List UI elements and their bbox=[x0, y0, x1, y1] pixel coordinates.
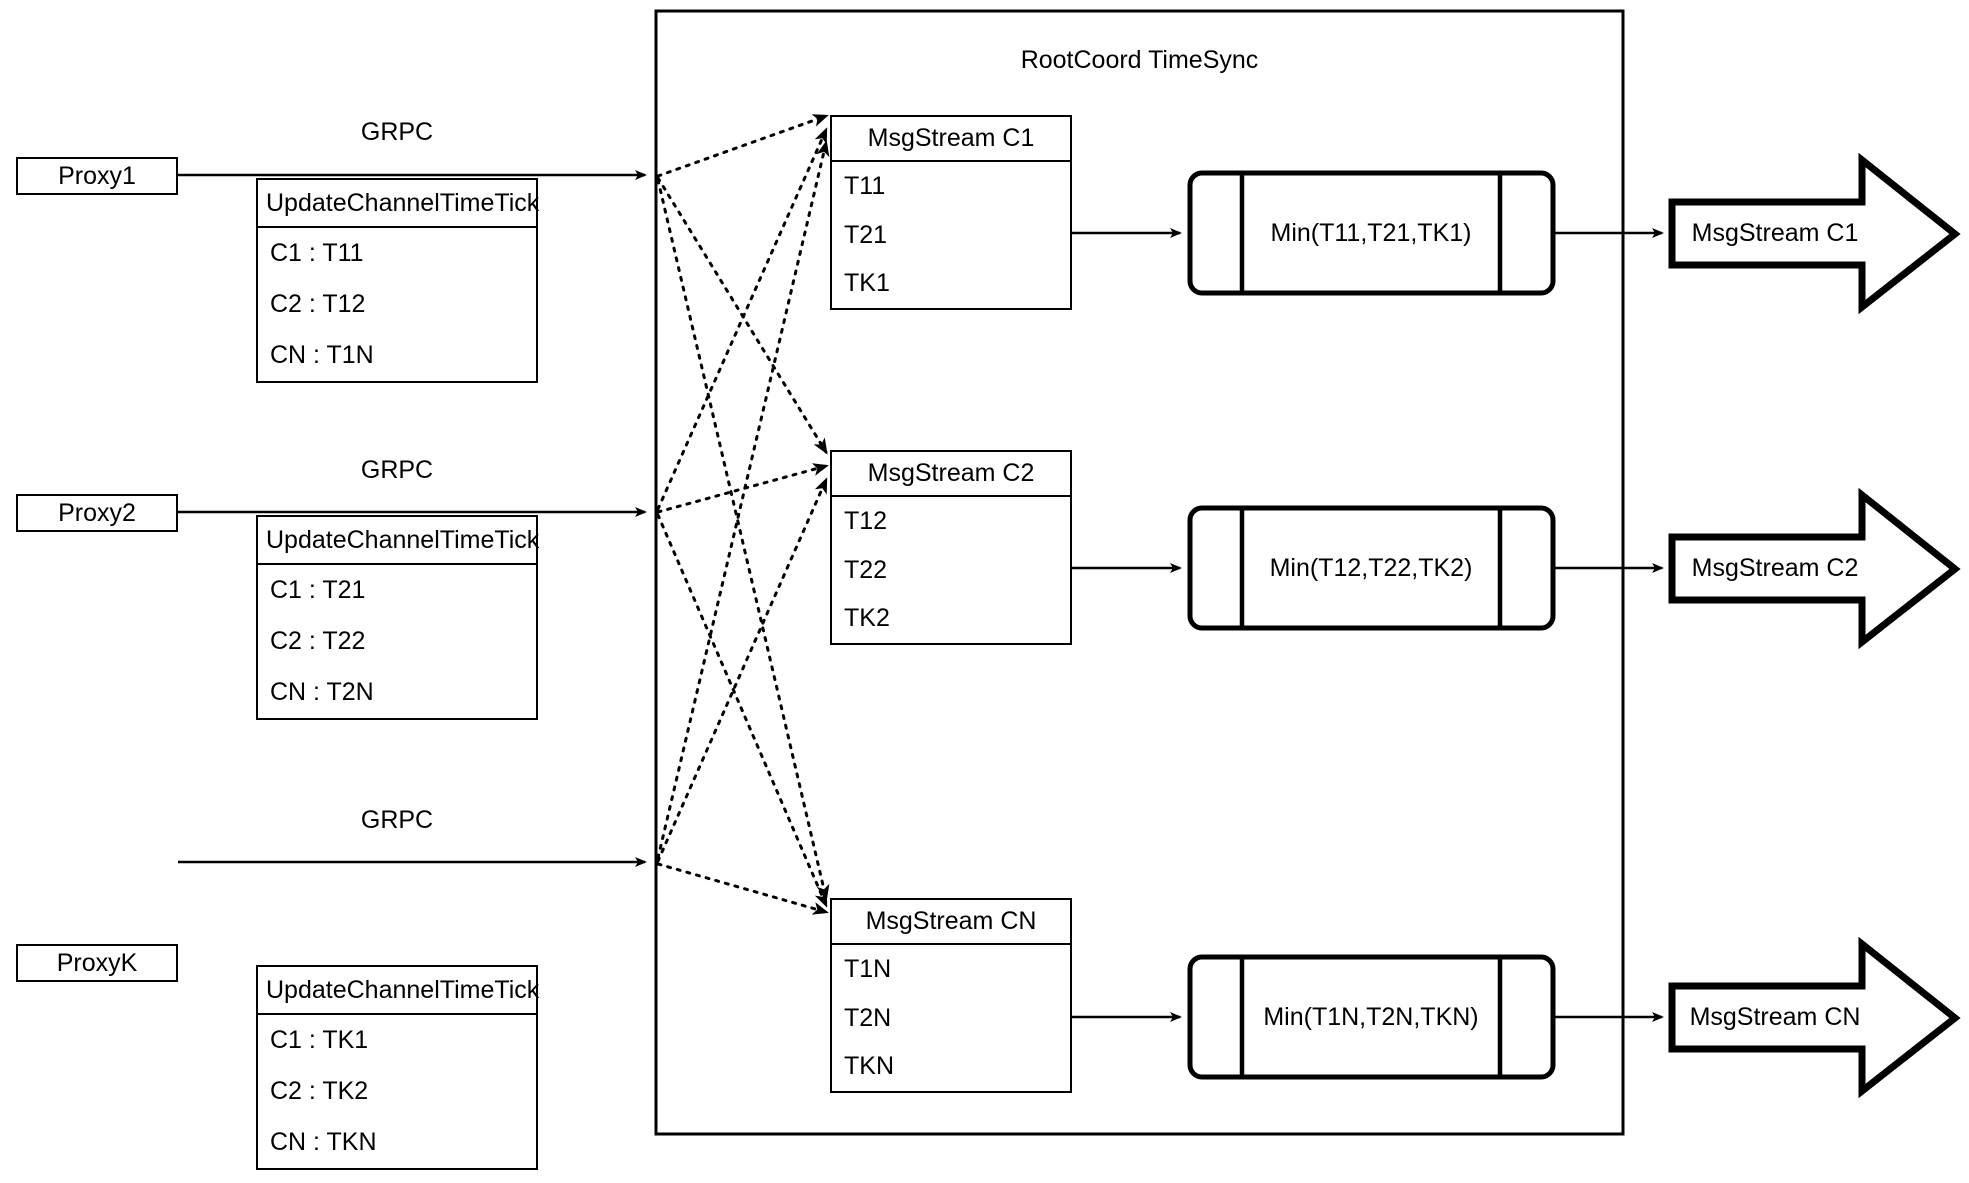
msgstream-box-3[interactable]: MsgStream CN T1N T2N TKN bbox=[830, 898, 1072, 1093]
dotted-p2-c2 bbox=[656, 463, 829, 514]
timetick-row: C1 : T21 bbox=[270, 576, 366, 604]
msgstream-row: T11 bbox=[844, 171, 886, 200]
dotted-pk-cn bbox=[656, 862, 829, 915]
update-channel-timetick-box-3[interactable]: UpdateChannelTimeTick C1 : TK1 C2 : TK2 … bbox=[256, 965, 539, 1170]
msgstream-row: TK2 bbox=[844, 604, 890, 633]
update-channel-timetick-body-2: C1 : T21 C2 : T22 CN : T2N bbox=[258, 565, 536, 718]
proxy-box-2-label: Proxy2 bbox=[58, 498, 136, 527]
msgstream-row: T1N bbox=[844, 954, 892, 983]
grpc-label-2: GRPC bbox=[360, 456, 434, 484]
timetick-row: CN : T2N bbox=[270, 678, 374, 706]
dotted-p1-cn bbox=[656, 178, 830, 901]
dotted-p1-c2 bbox=[656, 176, 828, 455]
update-channel-timetick-box-2[interactable]: UpdateChannelTimeTick C1 : T21 C2 : T22 … bbox=[256, 515, 539, 720]
timetick-row: CN : T1N bbox=[270, 341, 374, 369]
msgstream-body-2: T12 T22 TK2 bbox=[832, 497, 1070, 643]
update-channel-timetick-box-1[interactable]: UpdateChannelTimeTick C1 : T11 C2 : T12 … bbox=[256, 178, 539, 383]
update-channel-timetick-header-3: UpdateChannelTimeTick bbox=[258, 967, 539, 1015]
msgstream-body-1: T11 T21 TK1 bbox=[832, 162, 1070, 308]
update-channel-timetick-header-1: UpdateChannelTimeTick bbox=[258, 180, 539, 228]
proxy-box-2[interactable]: Proxy2 bbox=[16, 494, 178, 532]
timetick-row: C2 : T22 bbox=[270, 627, 366, 655]
msgstream-row: TK1 bbox=[844, 269, 890, 298]
output-block-arrows bbox=[1668, 152, 1961, 1099]
dotted-p2-cn bbox=[656, 513, 828, 908]
dotted-p1-c1 bbox=[656, 114, 829, 178]
msgstream-row: T22 bbox=[844, 555, 888, 584]
msgstream-box-1[interactable]: MsgStream C1 T11 T21 TK1 bbox=[830, 115, 1072, 310]
msgstream-header-2: MsgStream C2 bbox=[832, 452, 1070, 497]
timetick-row: CN : TKN bbox=[270, 1128, 377, 1156]
msgstream-header-3: MsgStream CN bbox=[832, 900, 1070, 945]
timetick-row: C1 : T11 bbox=[270, 239, 364, 267]
msgstream-header-1: MsgStream C1 bbox=[832, 117, 1070, 162]
dotted-p2-c1 bbox=[656, 127, 828, 511]
timetick-row: C2 : T12 bbox=[270, 290, 366, 318]
proxy-box-3-label: ProxyK bbox=[56, 948, 138, 977]
update-channel-timetick-header-2: UpdateChannelTimeTick bbox=[258, 517, 539, 565]
proxy-box-1-label: Proxy1 bbox=[58, 161, 136, 190]
proxy-box-3[interactable]: ProxyK bbox=[16, 944, 178, 982]
process-label-1: Min(T11,T21,TK1) bbox=[1270, 219, 1472, 247]
update-channel-timetick-body-1: C1 : T11 C2 : T12 CN : T1N bbox=[258, 228, 536, 381]
output-label-1: MsgStream C1 bbox=[1691, 219, 1859, 247]
output-label-3: MsgStream CN bbox=[1689, 1003, 1861, 1031]
msgstream-body-3: T1N T2N TKN bbox=[832, 945, 1070, 1091]
process-label-3: Min(T1N,T2N,TKN) bbox=[1263, 1003, 1479, 1031]
msgstream-row: T12 bbox=[844, 506, 888, 535]
dotted-pk-c1 bbox=[656, 140, 830, 860]
msgstream-box-2[interactable]: MsgStream C2 T12 T22 TK2 bbox=[830, 450, 1072, 645]
timetick-row: C2 : TK2 bbox=[270, 1077, 369, 1105]
process-shapes bbox=[1187, 170, 1556, 1080]
output-label-2: MsgStream C2 bbox=[1691, 554, 1859, 582]
msgstream-row: TKN bbox=[844, 1052, 894, 1081]
msgstream-row: T21 bbox=[844, 220, 888, 249]
dotted-pk-c2 bbox=[656, 477, 828, 863]
rootcoord-container-title: RootCoord TimeSync bbox=[1020, 46, 1259, 74]
grpc-label-3: GRPC bbox=[360, 806, 434, 834]
process-label-2: Min(T12,T22,TK2) bbox=[1269, 554, 1473, 582]
update-channel-timetick-body-3: C1 : TK1 C2 : TK2 CN : TKN bbox=[258, 1015, 536, 1168]
proxy-box-1[interactable]: Proxy1 bbox=[16, 157, 178, 195]
timetick-row: C1 : TK1 bbox=[270, 1026, 369, 1054]
msgstream-row: T2N bbox=[844, 1003, 892, 1032]
grpc-label-1: GRPC bbox=[360, 118, 434, 146]
